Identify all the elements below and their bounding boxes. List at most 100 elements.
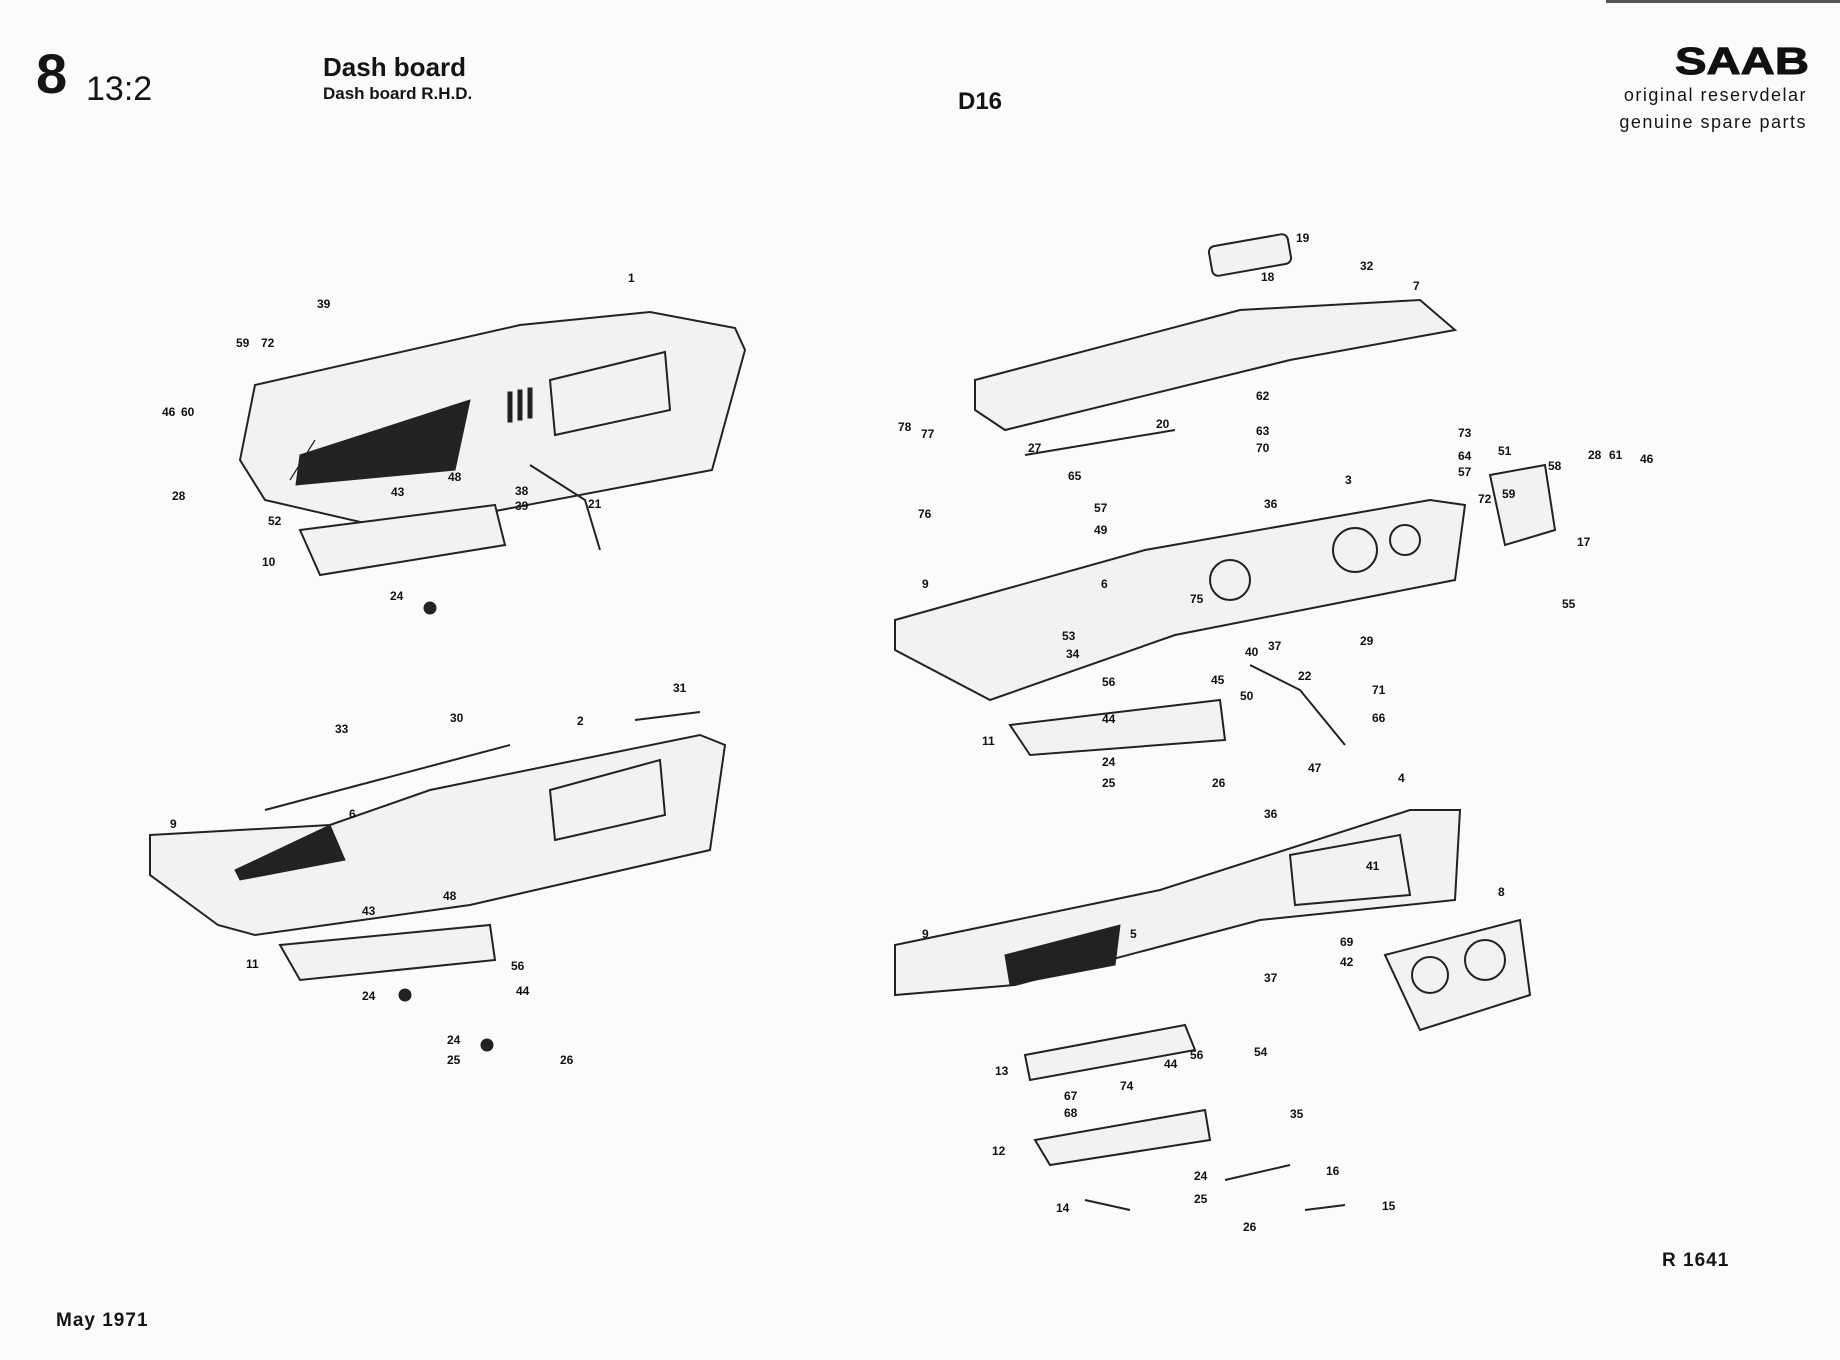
instrument-panel-8 — [1383, 918, 1532, 1032]
top-edge-rule — [1606, 0, 1840, 3]
handle-14 — [1084, 1199, 1131, 1211]
callout-label: 6 — [1101, 577, 1108, 591]
callout-label: 73 — [1458, 426, 1472, 440]
callout-label: 72 — [1478, 492, 1492, 506]
callout-label: 46 — [1640, 452, 1654, 466]
callout-label: 1 — [628, 271, 635, 285]
gauge-hole — [1209, 559, 1251, 601]
gauge-hole — [1389, 524, 1421, 556]
callout-label: 71 — [1372, 683, 1386, 697]
callout-label: 62 — [1256, 389, 1270, 403]
callout-label: 37 — [1264, 971, 1278, 985]
callout-label: 78 — [898, 420, 912, 434]
glovebox-lid-11 — [278, 923, 497, 982]
trim-strip-31 — [634, 711, 701, 721]
section-subnumber: 13:2 — [86, 70, 153, 108]
callout-label: 24 — [390, 589, 404, 603]
assembly-dash-top-left — [238, 310, 747, 615]
bracket-13 — [1023, 1023, 1197, 1082]
callout-label: 26 — [1243, 1220, 1257, 1234]
callout-label: 43 — [362, 904, 376, 918]
dash-glovebox-opening — [295, 399, 471, 486]
assembly-lower-right — [894, 809, 1532, 1211]
gauge-hole — [1411, 956, 1449, 994]
callout-label: 43 — [391, 485, 405, 499]
callout-label: 70 — [1256, 441, 1270, 455]
callout-label: 39 — [317, 297, 331, 311]
callout-label: 29 — [1360, 634, 1374, 648]
callout-label: 6 — [349, 807, 356, 821]
callout-label: 26 — [1212, 776, 1226, 790]
callout-label: 36 — [1264, 807, 1278, 821]
callout-label: 3 — [1345, 473, 1352, 487]
callout-label: 65 — [1068, 469, 1082, 483]
callout-label: 21 — [588, 497, 602, 511]
rear-view-mirror-19 — [1207, 233, 1293, 277]
callout-label: 57 — [1458, 465, 1472, 479]
callout-label: 48 — [443, 889, 457, 903]
drawing-reference: R 1641 — [1662, 1250, 1730, 1271]
dash-vent-slot — [507, 391, 513, 423]
model-code: D16 — [958, 88, 1003, 115]
callout-label: 11 — [982, 734, 995, 748]
callout-label: 7 — [1413, 279, 1420, 293]
callout-label: 28 — [1588, 448, 1602, 462]
callout-label: 66 — [1372, 711, 1386, 725]
callout-label: 15 — [1382, 1199, 1396, 1213]
lock-part-24 — [398, 988, 412, 1002]
callout-label: 24 — [362, 989, 376, 1003]
callout-label: 19 — [1296, 231, 1310, 245]
callout-label: 4 — [1398, 771, 1405, 785]
panel-3 — [894, 498, 1467, 702]
callout-label: 8 — [1498, 885, 1505, 899]
publication-date: May 1971 — [56, 1310, 149, 1331]
callout-label: 13 — [995, 1064, 1009, 1078]
callout-label: 72 — [261, 336, 275, 350]
callout-label: 32 — [1360, 259, 1374, 273]
gauge-hole — [1464, 939, 1506, 981]
callout-label: 18 — [1261, 270, 1275, 284]
callout-label: 44 — [1102, 712, 1116, 726]
callout-label: 74 — [1120, 1079, 1134, 1093]
callout-label: 22 — [1298, 669, 1312, 683]
callout-label: 41 — [1366, 859, 1380, 873]
section-number: 8 — [36, 42, 68, 105]
callout-label: 63 — [1256, 424, 1270, 438]
trim-strip-30 — [264, 744, 511, 811]
callout-label: 34 — [1066, 647, 1080, 661]
callout-label: 25 — [1194, 1192, 1208, 1206]
callout-label: 16 — [1326, 1164, 1340, 1178]
callout-label: 49 — [1094, 523, 1108, 537]
callout-label: 52 — [268, 514, 282, 528]
assembly-frame-bottom-left — [149, 711, 727, 1052]
callout-label: 38 — [515, 484, 529, 498]
callout-label: 69 — [1340, 935, 1354, 949]
callout-label: 76 — [918, 507, 932, 521]
callout-label: 75 — [1190, 592, 1204, 606]
page-title: Dash board — [323, 52, 467, 82]
support-bracket-21 — [529, 464, 601, 551]
callout-label: 37 — [1268, 639, 1282, 653]
brand-tagline-swedish: original reservdelar — [1623, 85, 1807, 105]
callout-label: 48 — [448, 470, 462, 484]
callout-label: 56 — [1102, 675, 1116, 689]
callout-label: 59 — [236, 336, 250, 350]
padded-top-7 — [974, 298, 1458, 432]
callout-label: 45 — [1211, 673, 1225, 687]
frame-instrument-opening — [548, 758, 667, 842]
callout-label: 12 — [992, 1144, 1006, 1158]
callout-label: 44 — [516, 984, 530, 998]
callout-label: 42 — [1340, 955, 1354, 969]
brand-logo: SAAB — [1675, 42, 1810, 82]
callout-label: 9 — [922, 927, 929, 941]
lock-part-24 — [423, 601, 437, 615]
glovebox-lid-12 — [1033, 1108, 1212, 1167]
callout-label: 61 — [1609, 448, 1623, 462]
callout-label: 51 — [1498, 444, 1512, 458]
callout-label: 9 — [922, 577, 929, 591]
callout-label: 53 — [1062, 629, 1076, 643]
callout-label: 20 — [1156, 417, 1170, 431]
bracket-17 — [1488, 463, 1557, 547]
callout-label: 56 — [511, 959, 525, 973]
